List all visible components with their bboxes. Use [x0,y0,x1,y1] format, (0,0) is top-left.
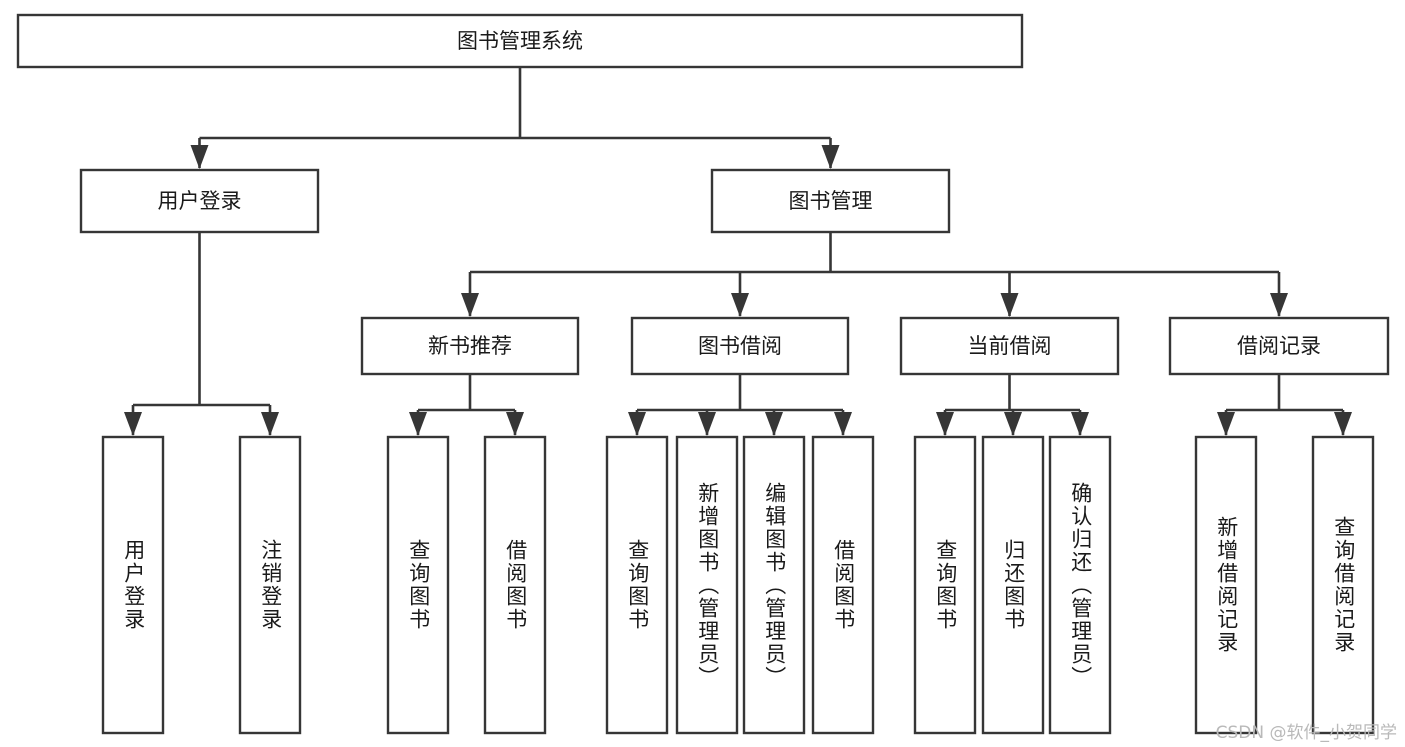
node-new-book-rec[interactable] [360,316,580,376]
node-root-system[interactable] [16,13,1024,69]
arrow-head-icon-book-manage [821,145,840,169]
node-current-borrow[interactable] [899,316,1120,376]
node-user-login-label: 用户登录 [158,189,242,213]
arrow-head-icon-leaf-query-book-rec [409,412,427,436]
arrow-head-icon-leaf-confirm-return [1071,412,1089,436]
node-leaf-add-book[interactable] [675,435,739,735]
boxes-layer [16,13,1390,735]
node-book-manage-label: 图书管理 [789,189,873,213]
node-book-manage[interactable] [710,168,951,234]
arrow-head-icon-leaf-query-book-current [936,412,954,436]
node-book-borrow[interactable] [630,316,850,376]
node-leaf-query-book-rec[interactable] [386,435,450,735]
node-leaf-query-book-borrow[interactable] [605,435,669,735]
arrow-head-icon-leaf-edit-book [765,412,783,436]
arrow-head-icon-borrow-record [1270,293,1288,317]
node-leaf-confirm-return[interactable] [1048,435,1112,735]
arrow-head-icon-user-login [190,145,209,169]
arrow-head-icon-book-borrow [731,293,749,317]
node-borrow-record[interactable] [1168,316,1390,376]
arrow-head-icon-leaf-borrow-book [834,412,852,436]
node-leaf-add-record[interactable] [1194,435,1258,735]
arrow-head-icon-leaf-query-record [1334,412,1352,436]
node-borrow-record-label: 借阅记录 [1237,334,1321,358]
arrow-head-icon-leaf-user-login [124,412,142,436]
node-leaf-return-book[interactable] [981,435,1045,735]
node-leaf-borrow-book-rec[interactable] [483,435,547,735]
node-leaf-logout[interactable] [238,435,302,735]
node-user-login[interactable] [79,168,320,234]
node-current-borrow-label: 当前借阅 [968,334,1052,358]
node-leaf-query-book-current[interactable] [913,435,977,735]
node-root-system-label: 图书管理系统 [457,29,583,53]
csdn-watermark: CSDN @软件_小贺同学 [1215,723,1397,743]
arrow-head-icon-leaf-add-book [698,412,716,436]
node-leaf-user-login[interactable] [101,435,165,735]
arrow-head-icon-new-book-rec [461,293,479,317]
arrow-head-icon-leaf-return-book [1004,412,1022,436]
node-leaf-borrow-book[interactable] [811,435,875,735]
connectors-layer [124,67,1352,436]
node-book-borrow-label: 图书借阅 [698,334,782,358]
node-leaf-edit-book[interactable] [742,435,806,735]
node-leaf-query-record[interactable] [1311,435,1375,735]
node-new-book-rec-label: 新书推荐 [428,334,512,358]
arrow-head-icon-current-borrow [1000,293,1019,317]
arrow-head-icon-leaf-borrow-book-rec [506,412,524,436]
arrow-head-icon-leaf-logout [261,412,279,436]
arrow-head-icon-leaf-add-record [1217,412,1235,436]
arrow-head-icon-leaf-query-book-borrow [628,412,646,436]
